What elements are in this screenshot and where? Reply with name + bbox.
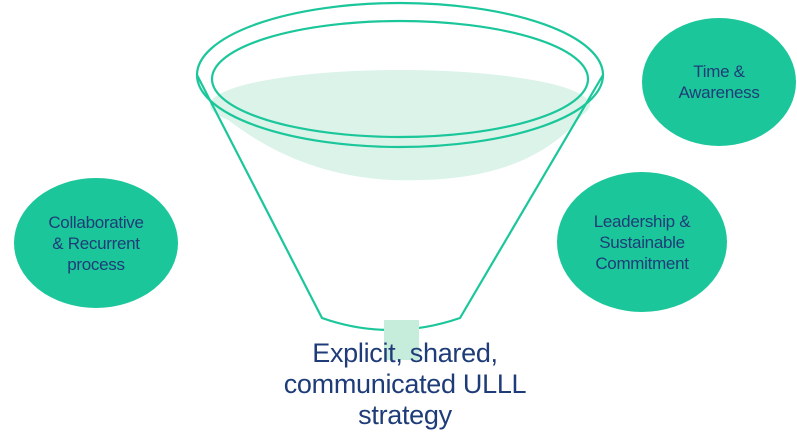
bubble-time-awareness: Time & Awareness xyxy=(642,18,796,146)
funnel-rim-inner xyxy=(210,19,590,139)
funnel-rim-outer xyxy=(195,1,605,149)
funnel-outcome-text: Explicit, shared, communicated ULLL stra… xyxy=(283,338,527,430)
bubble-time-awareness-label: Time & Awareness xyxy=(678,62,760,102)
bubble-collaborative-process: Collaborative & Recurrent process xyxy=(14,178,178,308)
bubble-leadership-commitment: Leadership & Sustainable Commitment xyxy=(557,172,727,312)
bubble-leadership-commitment-label: Leadership & Sustainable Commitment xyxy=(593,211,691,273)
funnel-spout xyxy=(384,320,419,360)
funnel-fill-body xyxy=(210,105,590,181)
bubble-collaborative-process-label: Collaborative & Recurrent process xyxy=(48,212,144,274)
